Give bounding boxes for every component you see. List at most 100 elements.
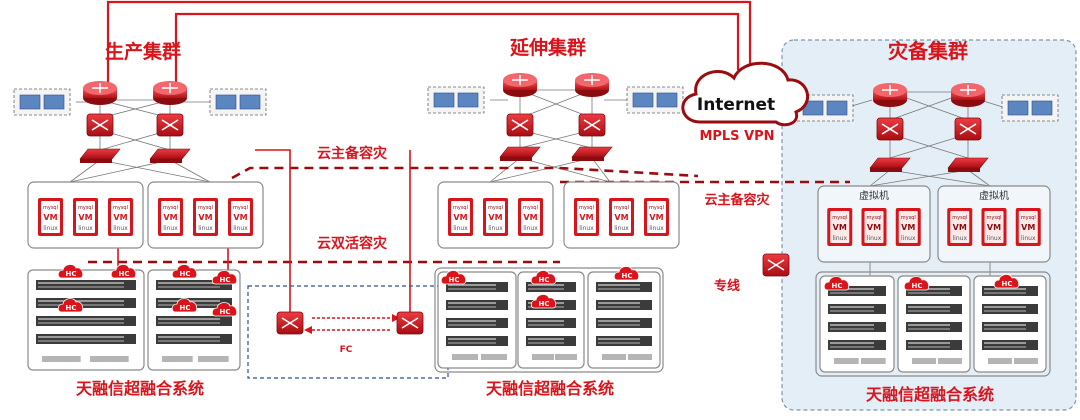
router-icon bbox=[575, 73, 609, 97]
vm-host-title: 虚拟机 bbox=[859, 189, 889, 202]
hc-badge-icon: HC bbox=[57, 298, 84, 313]
hc-badge-label: HC bbox=[539, 276, 550, 284]
access-switch-icon bbox=[499, 146, 541, 161]
router-icon bbox=[83, 81, 117, 105]
core-switch-icon bbox=[954, 117, 982, 141]
access-switch-icon bbox=[869, 157, 911, 172]
hc-badge-label: HC bbox=[180, 304, 191, 312]
vm-label: VM bbox=[453, 213, 467, 222]
vm-mysql-label: mysql bbox=[579, 205, 594, 211]
hc-badge-icon: HC bbox=[440, 270, 467, 285]
hc-badge-icon: HC bbox=[211, 270, 238, 285]
access-switch-icon bbox=[79, 148, 121, 163]
vm-label: VM bbox=[579, 213, 593, 222]
system-label-right: 天融信超融合系统 bbox=[866, 385, 994, 404]
hc-badge-icon: HC bbox=[211, 302, 238, 317]
hc-badge-icon: HC bbox=[57, 264, 84, 279]
core-switch-icon bbox=[396, 311, 424, 335]
vm-mysql-label: mysql bbox=[649, 205, 664, 211]
vm-linux-label: linux bbox=[867, 235, 882, 242]
vm-mysql-label: mysql bbox=[113, 205, 128, 211]
hc-badge-label: HC bbox=[66, 270, 77, 278]
fc-arrowheads bbox=[304, 314, 400, 334]
vm-label: VM bbox=[113, 213, 127, 222]
router-icon bbox=[503, 73, 537, 97]
vm-label: VM bbox=[614, 213, 628, 222]
hc-badge-label: HC bbox=[449, 276, 460, 284]
vm-linux-label: linux bbox=[43, 225, 58, 232]
router-icon bbox=[951, 83, 985, 107]
firewall-appliance-icon bbox=[427, 86, 485, 114]
vm-label: VM bbox=[987, 223, 1001, 232]
internet-links bbox=[106, 0, 752, 88]
router-icon bbox=[873, 83, 907, 107]
hc-badge-label: HC bbox=[539, 300, 550, 308]
storage-frame-right bbox=[815, 271, 1051, 377]
hc-badge-icon: HC bbox=[171, 298, 198, 313]
vm-linux-label: linux bbox=[163, 225, 178, 232]
vm-label: VM bbox=[78, 213, 92, 222]
vm-linux-label: linux bbox=[523, 225, 538, 232]
prod-links bbox=[69, 99, 212, 183]
fc-links bbox=[117, 149, 411, 312]
internet-cloud bbox=[681, 61, 809, 127]
vm-mysql-label: mysql bbox=[952, 215, 967, 221]
hc-badge-icon: HC bbox=[613, 266, 640, 281]
storage-node-panel bbox=[437, 271, 517, 369]
hc-badge-icon: HC bbox=[993, 274, 1020, 289]
vm-mysql-label: mysql bbox=[1021, 215, 1036, 221]
backup-cluster-title: 灾备集群 bbox=[888, 39, 968, 63]
firewall-appliance-icon bbox=[209, 88, 267, 116]
cloud-backup-label-1: 云主备容灾 bbox=[317, 145, 388, 162]
vm-mysql-label: mysql bbox=[832, 215, 847, 221]
extended-cluster-title: 延伸集群 bbox=[509, 36, 586, 59]
vm-linux-label: linux bbox=[198, 225, 213, 232]
core-switch-icon bbox=[276, 311, 304, 335]
router-icon bbox=[153, 81, 187, 105]
vm-linux-label: linux bbox=[987, 235, 1002, 242]
fc-label: FC bbox=[340, 345, 353, 355]
hc-badge-icon: HC bbox=[171, 264, 198, 279]
firewall-appliance-icon bbox=[1001, 94, 1059, 122]
hc-badge-label: HC bbox=[220, 308, 231, 316]
vm-label: VM bbox=[43, 213, 57, 222]
vm-label: VM bbox=[953, 223, 967, 232]
core-switch-icon bbox=[506, 113, 534, 137]
hc-badge-label: HC bbox=[912, 282, 923, 290]
vm-linux-label: linux bbox=[901, 235, 916, 242]
vm-host-title: 虚拟机 bbox=[979, 189, 1009, 202]
vm-mysql-label: mysql bbox=[867, 215, 882, 221]
storage-node-panel bbox=[587, 271, 661, 369]
vm-linux-label: linux bbox=[953, 235, 968, 242]
internet-label: Internet bbox=[697, 95, 775, 115]
fc-arrows bbox=[312, 317, 392, 331]
hc-badge-label: HC bbox=[220, 276, 231, 284]
system-label-mid: 天融信超融合系统 bbox=[486, 379, 614, 398]
storage-frame-mid bbox=[434, 267, 664, 373]
storage-node-panel bbox=[897, 275, 971, 373]
vm-label: VM bbox=[901, 223, 915, 232]
vm-linux-label: linux bbox=[113, 225, 128, 232]
vm-linux-label: linux bbox=[614, 225, 629, 232]
vm-label: VM bbox=[867, 223, 881, 232]
hc-badge-label: HC bbox=[66, 304, 77, 312]
active-active-label: 云双活容灾 bbox=[317, 235, 388, 252]
vm-mysql-label: mysql bbox=[488, 205, 503, 211]
hc-badge-label: HC bbox=[180, 270, 191, 278]
